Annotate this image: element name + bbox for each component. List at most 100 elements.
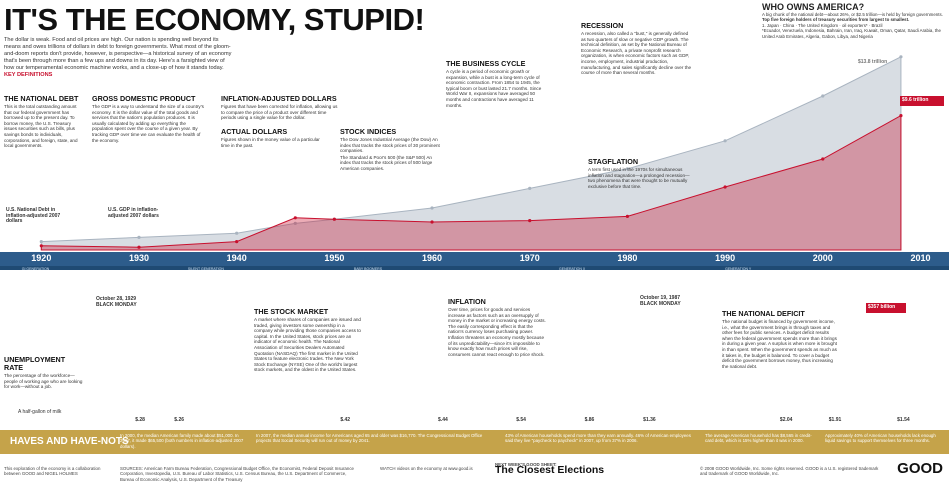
haves-item: In 2000, the median American family made… <box>120 433 244 449</box>
footer-watch-link[interactable]: WATCH videos on the economy at www.good.… <box>380 466 473 471</box>
data-point <box>39 244 43 248</box>
generation-label: GENERATION Y <box>725 267 752 271</box>
recession-section: RECESSION A recession, also called a "bu… <box>581 22 693 76</box>
crash-1929-label: October 28, 1929 BLACK MONDAY <box>96 296 137 308</box>
who-owns-section: WHO OWNS AMERICA? A big chunk of the nat… <box>762 2 947 39</box>
data-point <box>430 206 434 210</box>
gdp-text: The GDP is a way to understand the size … <box>92 104 204 143</box>
national-debt-title: THE NATIONAL DEBT <box>4 94 79 103</box>
gdp-2008-label: $13.8 trillion <box>858 59 888 65</box>
milk-price: $.28 <box>135 417 145 423</box>
stock-market-title: THE STOCK MARKET <box>254 307 329 316</box>
key-definitions-label: KEY DEFINITIONS <box>4 72 53 78</box>
unemployment-title: UNEMPLOYMENT RATE <box>4 355 66 372</box>
page-title: IT'S THE ECONOMY, STUPID! <box>4 2 425 37</box>
series-area-1 <box>40 114 902 251</box>
data-point <box>332 217 336 221</box>
footer-sources: SOURCES: American Farm Bureau Federation… <box>120 466 354 482</box>
timeline-year: 1920 <box>31 253 52 263</box>
who-owns-text: A big chunk of the national debt—about 2… <box>762 12 943 17</box>
data-point <box>723 185 727 189</box>
national-debt-section: THE NATIONAL DEBT This is the total outs… <box>4 95 84 149</box>
unemployment-section: UNEMPLOYMENT RATE The percentage of the … <box>4 356 84 390</box>
milk-price: $1.36 <box>643 417 656 423</box>
milk-price: $.54 <box>516 417 526 423</box>
inflation-section: INFLATION Over time, prices for goods an… <box>448 298 546 357</box>
generation-label: BABY BOOMERS <box>353 267 383 271</box>
data-point <box>430 220 434 224</box>
inflation-adjusted-section: INFLATION-ADJUSTED DOLLARS Figures that … <box>221 95 341 121</box>
unemployment-text: The percentage of the workforce—people o… <box>4 373 83 390</box>
footer-credit: This exploration of the economy is a col… <box>4 466 101 477</box>
inflation-adjusted-text: Figures that have been corrected for inf… <box>221 104 338 121</box>
gdp-section: GROSS DOMESTIC PRODUCT The GDP is a way … <box>92 95 204 143</box>
data-point <box>899 114 903 118</box>
inflation-adjusted-title: INFLATION-ADJUSTED DOLLARS <box>221 94 337 103</box>
haves-item: 43% of American households spend more th… <box>505 433 691 444</box>
who-owns-title: WHO OWNS AMERICA? <box>762 2 865 12</box>
crash-1987-label: October 19, 1987 BLACK MONDAY <box>640 295 681 307</box>
data-point <box>293 216 297 220</box>
stock-market-section: THE STOCK MARKET A market where shares o… <box>254 308 364 373</box>
data-point <box>528 186 532 190</box>
timeline-year: 1990 <box>715 253 736 263</box>
national-deficit-section: THE NATIONAL DEFICIT The national budget… <box>722 310 840 369</box>
haves-bar: HAVES AND HAVE-NOTS In 2000, the median … <box>0 430 949 454</box>
who-owns-sub: Top five foreign holders of treasury sec… <box>762 17 910 23</box>
haves-item: In 2007, the median annual income for Am… <box>256 433 483 444</box>
series-area-0 <box>40 55 902 251</box>
stagflation-section: STAGFLATION A term first used in the 197… <box>588 158 696 189</box>
stock-indices-title: STOCK INDICES <box>340 127 397 136</box>
generation-label: SILENT GENERATION <box>187 267 224 271</box>
business-cycle-section: THE BUSINESS CYCLE A cycle is a period o… <box>446 60 546 108</box>
business-cycle-title: THE BUSINESS CYCLE <box>446 59 526 68</box>
data-point <box>137 235 141 239</box>
timeline-year: 1980 <box>617 253 638 263</box>
intro-body: The dollar is weak. Food and oil prices … <box>4 37 232 71</box>
milk-price: $.86 <box>584 417 595 423</box>
milk-price: $1.91 <box>828 417 842 423</box>
generation-label: GI GENERATION <box>21 267 50 271</box>
business-cycle-text: A cycle is a period of economic growth o… <box>446 69 542 108</box>
data-point <box>821 157 825 161</box>
timeline-year: 2010 <box>910 253 931 263</box>
milk-price: $2.04 <box>779 417 793 423</box>
milk-price: $.44 <box>438 417 448 423</box>
data-point <box>137 245 141 249</box>
gdp-label: U.S. GDP in inflation-adjusted 2007 doll… <box>108 207 159 219</box>
inflation-text: Over time, prices for goods and services… <box>448 307 546 357</box>
stock-indices-text2: The Standard & Poor's 500 (the S&P 500) … <box>340 154 433 171</box>
data-point <box>899 55 903 59</box>
data-point <box>821 94 825 98</box>
recession-title: RECESSION <box>581 21 624 30</box>
national-deficit-title: THE NATIONAL DEFICIT <box>722 309 805 318</box>
data-point <box>528 219 532 223</box>
recession-text: A recession, also called a "bust," is ge… <box>581 31 692 76</box>
stock-market-text: A market where shares of companies are i… <box>254 317 361 373</box>
stock-indices-section: STOCK INDICES The Dow Jones Industrial A… <box>340 128 440 172</box>
footer-next-title[interactable]: The Closest Elections <box>495 464 605 476</box>
haves-label: HAVES AND HAVE-NOTS <box>10 436 129 447</box>
timeline-year: 1970 <box>519 253 540 263</box>
debt-2008-label: $9.6 trillion <box>900 96 944 106</box>
timeline-year: 1940 <box>226 253 247 263</box>
deficit-2008-label: $357 billion <box>866 303 906 313</box>
who-owns-note: *Ecuador, Venezuela, Indonesia, Bahrain,… <box>762 28 941 39</box>
stagflation-text: A term first used in the 1970s for simul… <box>588 167 690 189</box>
milk-price: $1.54 <box>897 417 910 423</box>
haves-item: Approximately 40% of American households… <box>825 433 936 444</box>
good-logo: GOOD <box>897 460 943 477</box>
timeline-year: 2000 <box>812 253 833 263</box>
who-owns-list: 1. Japan · China · The United Kingdom · … <box>762 22 883 28</box>
milk-price: $.26 <box>174 417 185 423</box>
intro-text: The dollar is weak. Food and oil prices … <box>4 37 234 79</box>
data-point <box>625 167 630 171</box>
milk-price: $.42 <box>340 417 351 423</box>
national-deficit-text: The national budget is financed by gover… <box>722 319 837 369</box>
timeline-bar <box>0 252 949 266</box>
debt-start-label: U.S. National Debt in inflation-adjusted… <box>6 207 61 224</box>
data-point <box>625 214 630 218</box>
stock-indices-text1: The Dow Jones Industrial Average (the Do… <box>340 137 440 154</box>
data-point <box>235 231 239 235</box>
